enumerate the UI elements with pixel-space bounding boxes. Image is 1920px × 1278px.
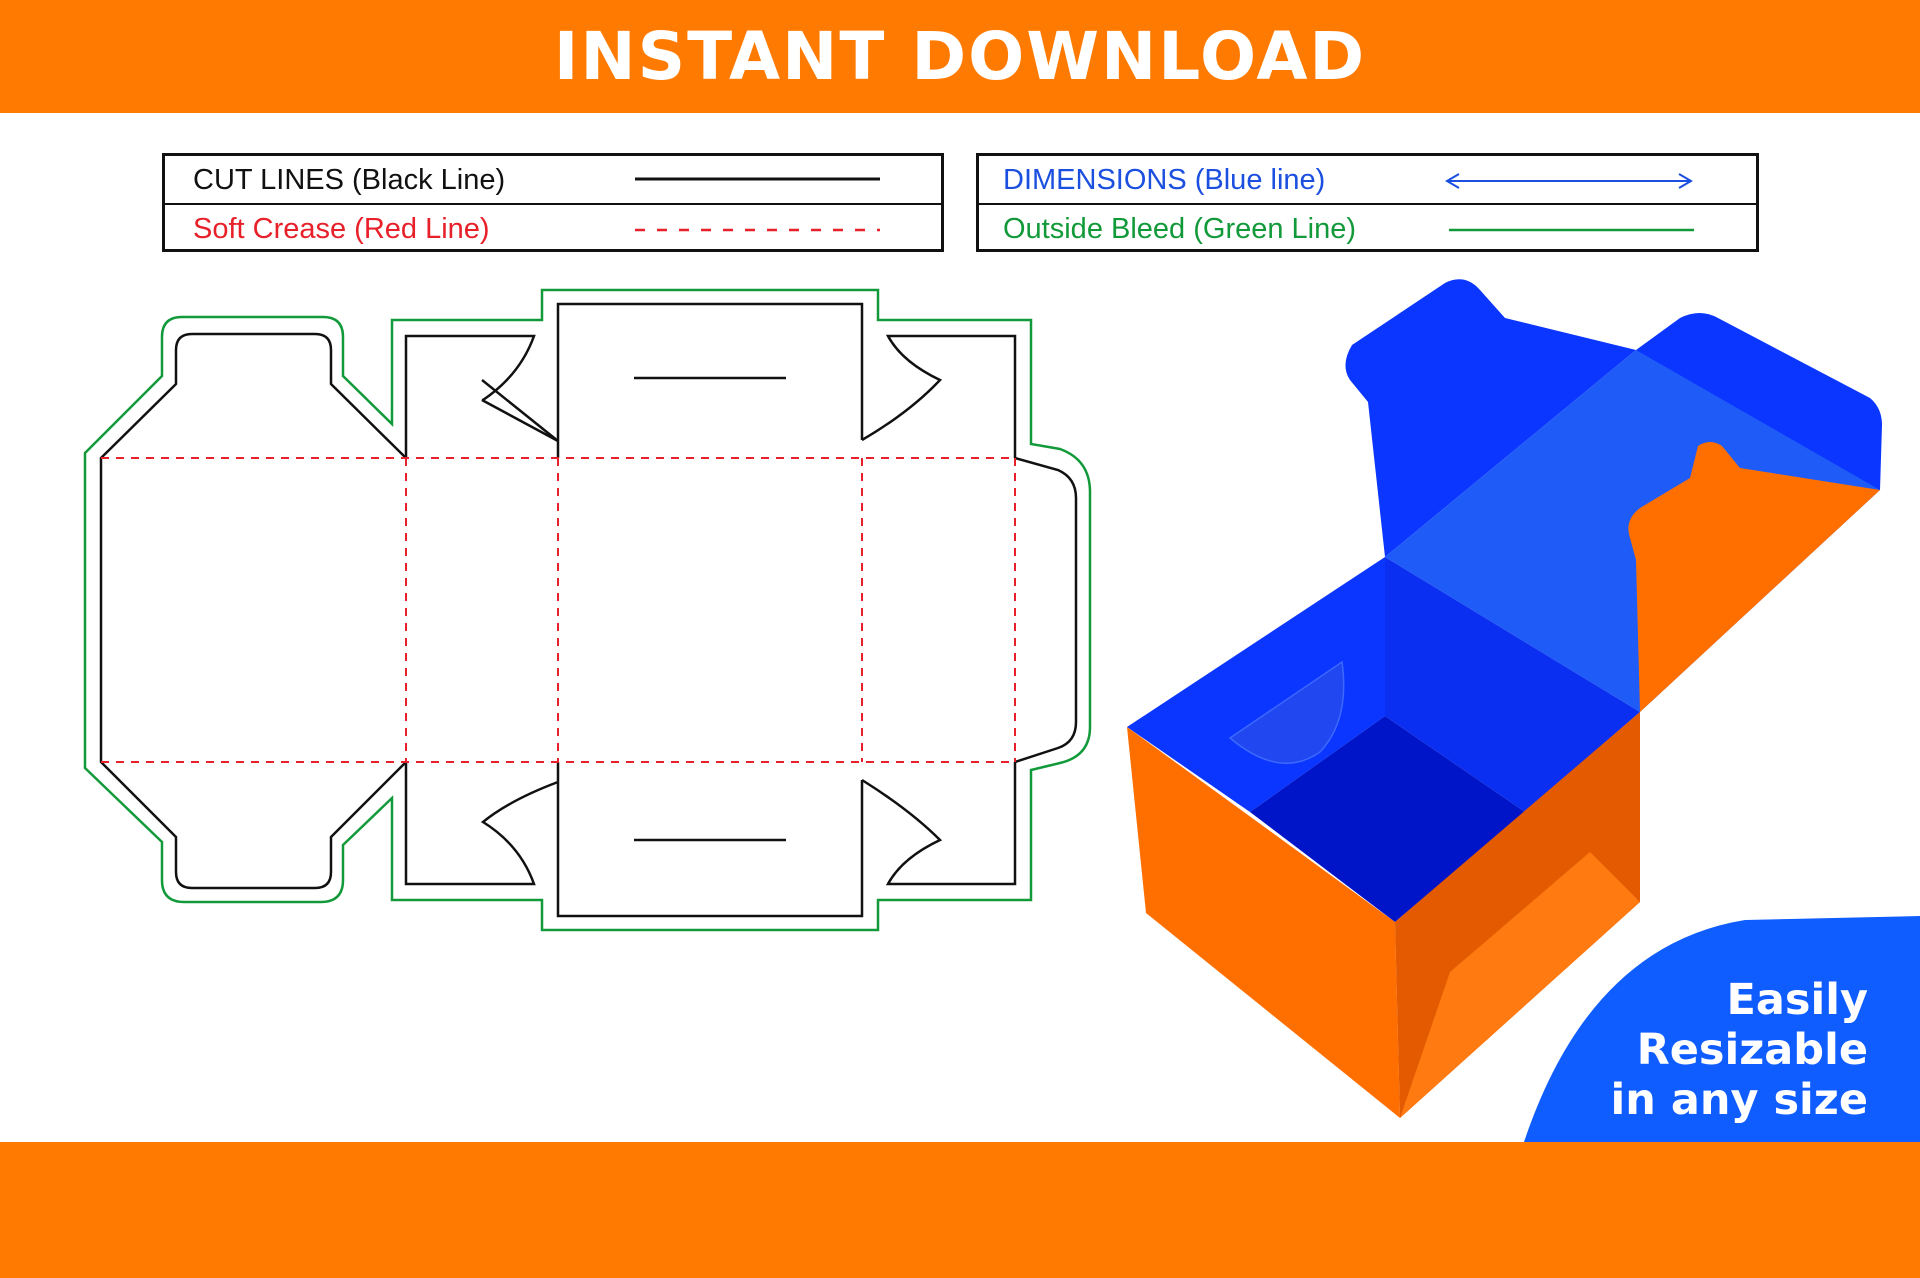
- box-front-left-wall: [1127, 727, 1400, 1118]
- dimensions-arrow-sample: [1445, 173, 1693, 189]
- soft-crease-lines: [101, 457, 1016, 763]
- cut-line-panel-4: [861, 334, 1017, 458]
- cut-lines: [99, 302, 1078, 918]
- cut-line-sample: [635, 177, 880, 181]
- bottom-banner: [0, 1142, 1920, 1278]
- legend-row-outside-bleed: Outside Bleed (Green Line): [979, 203, 1756, 252]
- box-inside-right-wall: [1385, 557, 1640, 812]
- soft-crease-sample: [635, 228, 880, 232]
- cut-line-left-panel: [99, 332, 407, 890]
- badge-line-1: Easily: [1726, 975, 1869, 1025]
- legend-row-dimensions: DIMENSIONS (Blue line): [979, 156, 1756, 203]
- box-inside-floor: [1250, 716, 1525, 922]
- legend-box-right: DIMENSIONS (Blue line) Outside Bleed (Gr…: [976, 153, 1759, 252]
- badge-line-3: in any size: [1610, 1075, 1868, 1125]
- legend-row-cut-lines: CUT LINES (Black Line): [165, 156, 941, 203]
- cut-line-glue-tab: [1014, 456, 1078, 764]
- box-lid-back: [1636, 313, 1882, 490]
- cut-line-flap-top-left-a: [481, 379, 559, 442]
- legend-label-dimensions: DIMENSIONS (Blue line): [1003, 164, 1326, 196]
- badge-line-2: Resizable: [1636, 1025, 1868, 1075]
- cut-line-panel-2: [404, 334, 559, 458]
- top-banner: INSTANT DOWNLOAD: [0, 0, 1920, 113]
- box-lid-flap-left: [1345, 279, 1636, 557]
- banner-title: INSTANT DOWNLOAD: [553, 18, 1367, 95]
- resize-badge-text: Easily Resizable in any size: [1528, 975, 1868, 1125]
- outside-bleed-outline: [83, 288, 1092, 932]
- box-lid-inner-orange: [1628, 442, 1880, 712]
- cut-line-panel-4-bottom: [861, 762, 1017, 886]
- cut-line-center-top-flap: [556, 302, 864, 458]
- legend-row-soft-crease: Soft Crease (Red Line): [165, 203, 941, 252]
- legend-label-cut-lines: CUT LINES (Black Line): [193, 164, 506, 196]
- box-front-flap: [1400, 852, 1640, 1118]
- legend-label-soft-crease: Soft Crease (Red Line): [193, 213, 490, 245]
- cut-line-panel-2-bottom: [404, 762, 559, 886]
- legend-label-outside-bleed: Outside Bleed (Green Line): [1003, 213, 1357, 245]
- resize-badge-shape: [1524, 916, 1920, 1142]
- box-inside-half-circle: [1228, 660, 1345, 764]
- outside-bleed-sample: [1449, 228, 1694, 232]
- cut-line-center-bottom-flap: [556, 762, 864, 918]
- legend-box-left: CUT LINES (Black Line) Soft Crease (Red …: [162, 153, 944, 252]
